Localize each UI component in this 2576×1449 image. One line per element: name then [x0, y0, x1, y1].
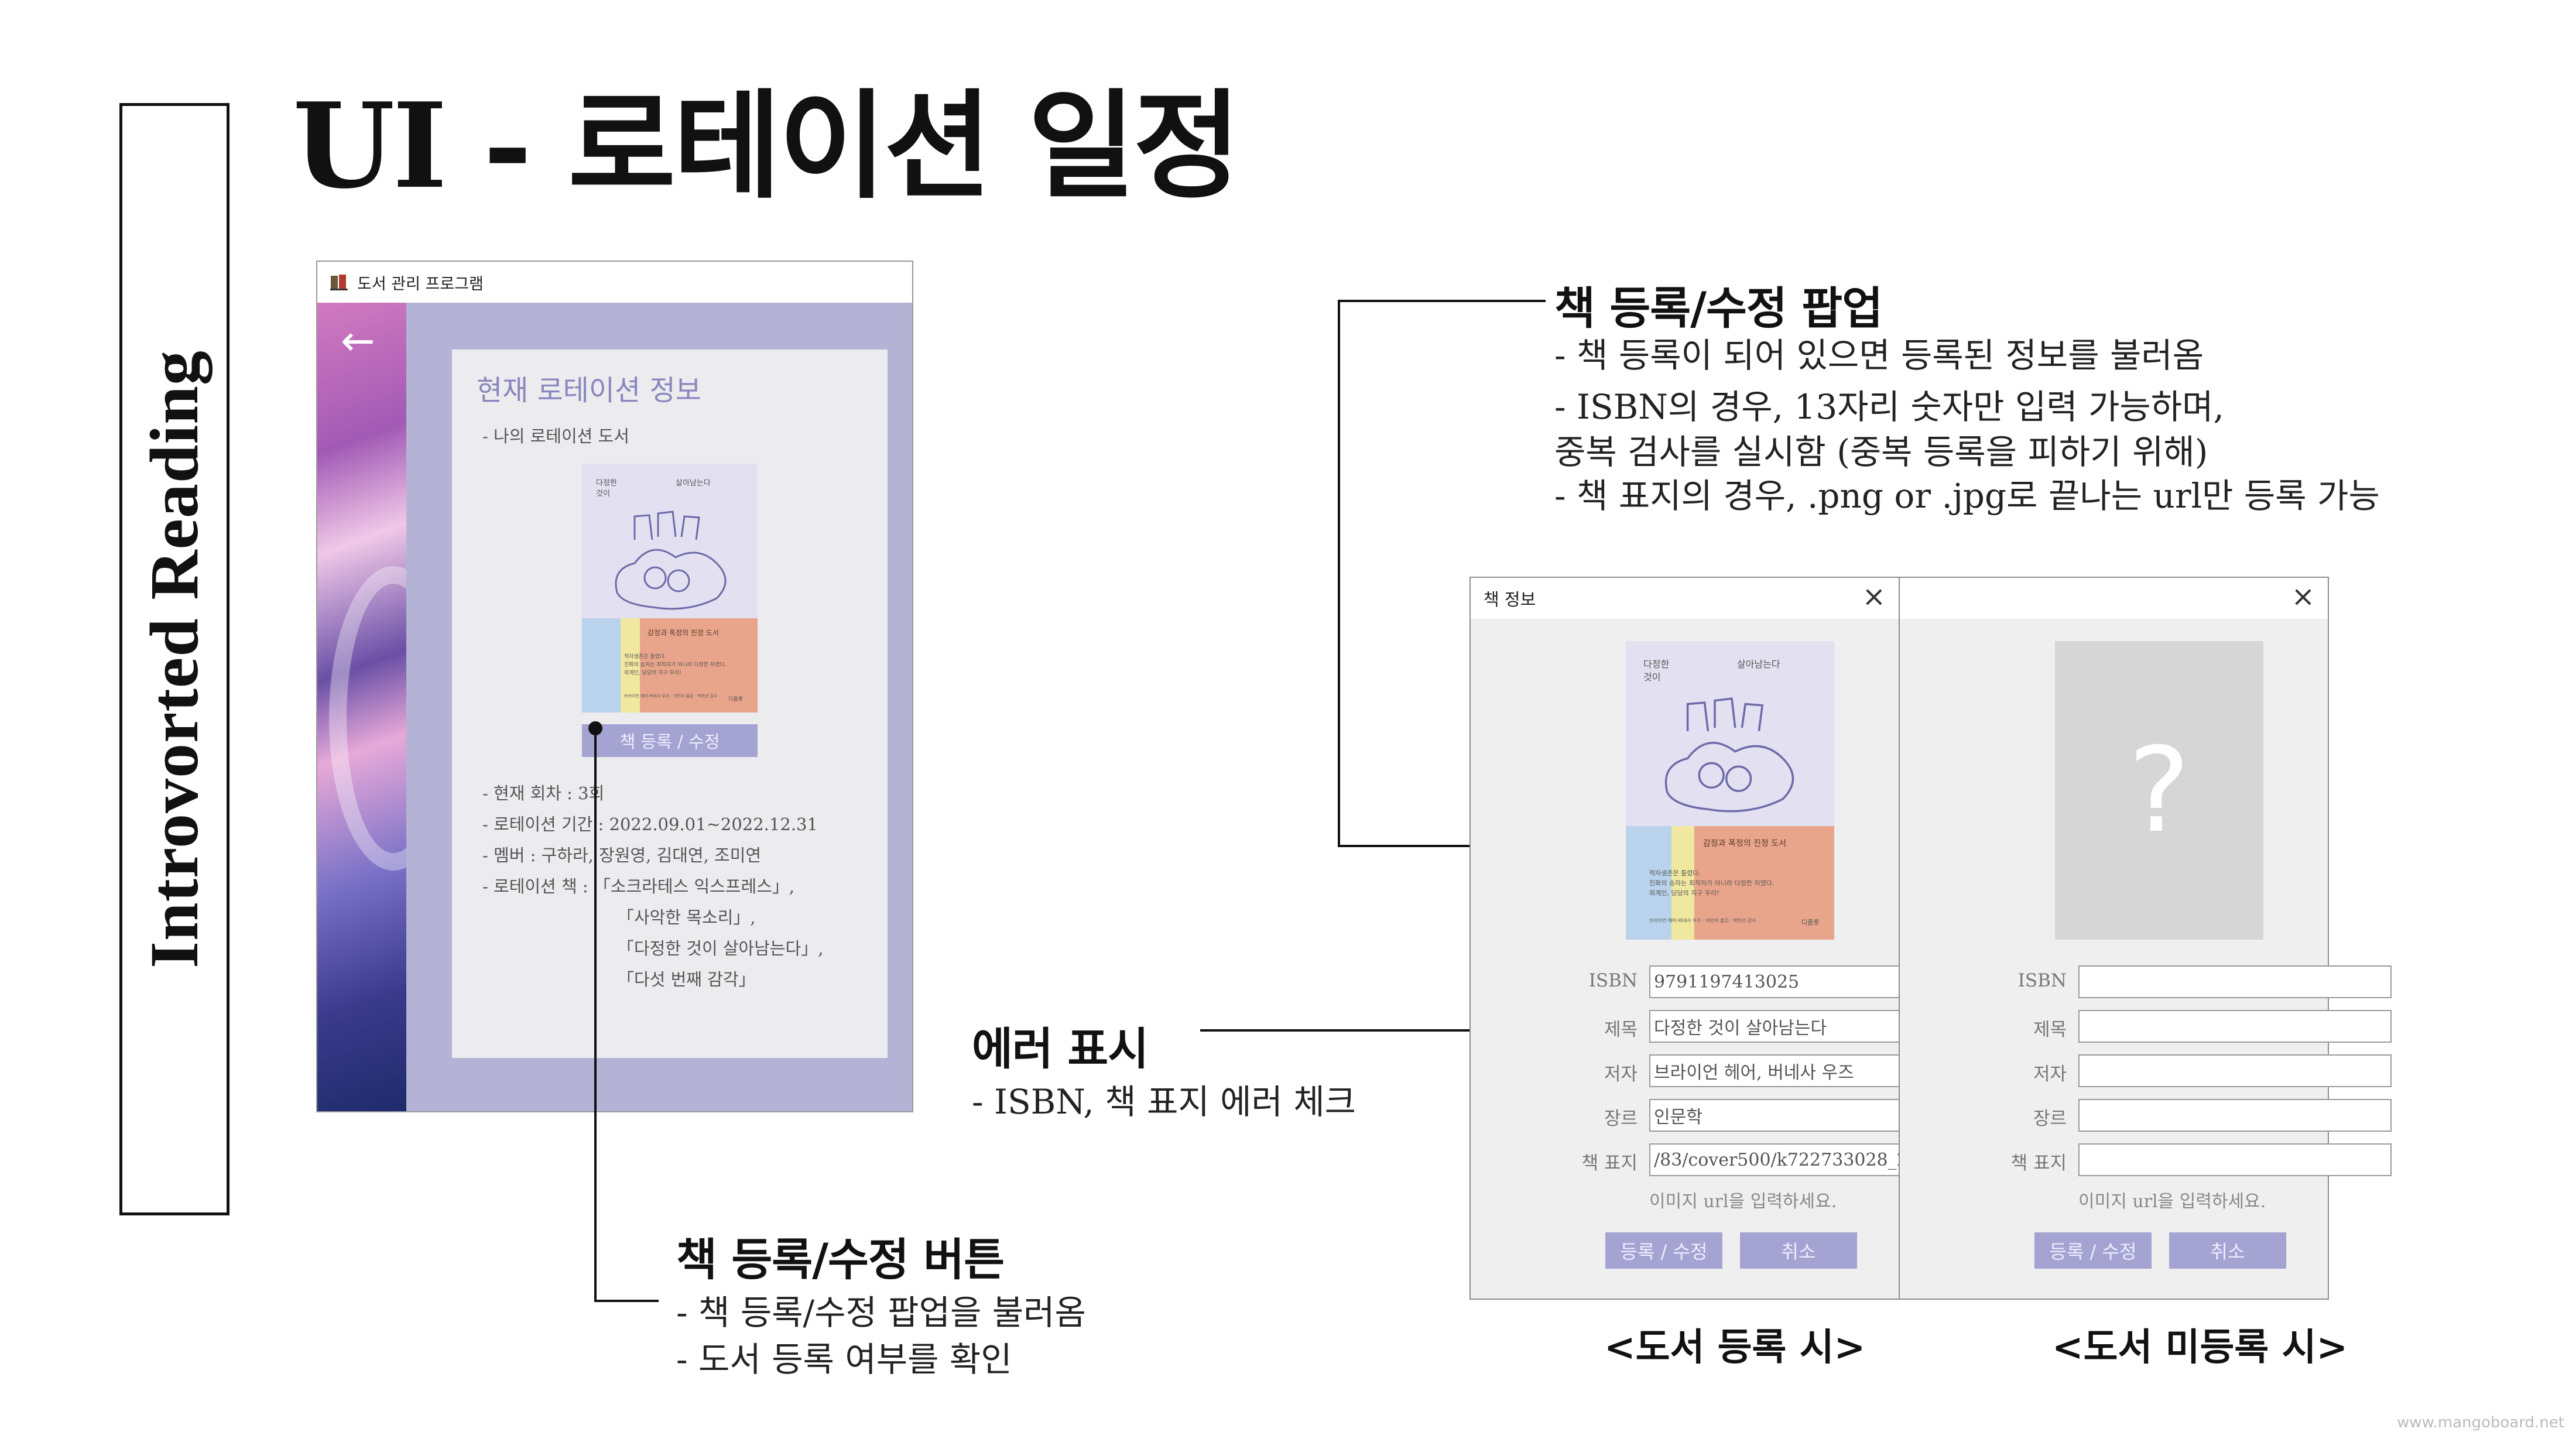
popup-annotation-item: 중복 검사를 실시함 (중복 등록을 피하기 위해): [1554, 432, 2208, 472]
cover-illustration-icon: [1664, 697, 1794, 813]
cover-url-input[interactable]: [2078, 1143, 2392, 1176]
rotation-info-card: 현재 로테이션 정보 - 나의 로테이션 도서 다정한 살아남는다 것이 감정과…: [452, 350, 888, 1058]
cover-text: 살아남는다: [1737, 659, 1780, 670]
author-label: 저자: [1604, 1064, 1638, 1085]
card-title: 현재 로테이션 정보: [477, 374, 701, 407]
book-info-dialog-unregistered: × ? ISBN 제목 저자 장르 책 표지 이미지 url을 입력하세요. 등…: [1899, 577, 2392, 1300]
connector-line: [1200, 1029, 1487, 1032]
close-icon[interactable]: ×: [2291, 580, 2315, 613]
genre-input[interactable]: [2078, 1099, 2392, 1132]
close-icon[interactable]: ×: [1862, 580, 1886, 613]
book-cover-image: 다정한 살아남는다 것이 감정과 폭정의 진정 도서 적자생존은 틀렸다. 진화…: [582, 464, 758, 712]
isbn-input[interactable]: [2078, 965, 2392, 998]
cover-text: 감정과 폭정의 진정 도서: [1703, 839, 1787, 848]
arrow-left-icon[interactable]: ←: [341, 317, 375, 365]
cancel-button[interactable]: 취소: [1740, 1232, 1857, 1269]
dialog-title: 책 정보: [1484, 590, 1536, 609]
brand-box: Introvorted Reading: [119, 103, 229, 1215]
cover-text: 외계인, 당당의 지구 우리!: [624, 670, 681, 676]
cover-text: 것이: [596, 489, 610, 498]
info-members: - 멤버 : 구하라, 장원영, 김대연, 조미연: [482, 845, 762, 865]
error-annotation-title: 에러 표시: [972, 1023, 1149, 1075]
cover-text: 것이: [1643, 672, 1661, 683]
cover-text: 디플롯: [728, 697, 743, 703]
popup-annotation-item: - ISBN의 경우, 13자리 숫자만 입력 가능하며,: [1554, 387, 2224, 427]
cover-text: 적자생존은 틀렸다.: [1649, 869, 1701, 877]
cover-text: 외계인, 당당의 지구 우리!: [1649, 889, 1719, 897]
cover-text: 적자생존은 틀렸다.: [624, 654, 666, 660]
page-title: UI - 로테이션 일정: [293, 77, 1241, 215]
error-hint: 이미지 url을 입력하세요.: [1649, 1191, 1837, 1212]
connector-line: [1338, 300, 1340, 847]
isbn-label: ISBN: [1588, 970, 1638, 991]
info-book: 「사악한 목소리」,: [617, 907, 756, 927]
popup-annotation-item: - 책 등록이 되어 있으면 등록된 정보를 불러옴: [1554, 335, 2204, 375]
cover-text: 진화의 승자는 최적자가 아니라 다정한 자였다.: [624, 662, 727, 668]
cover-placeholder: ?: [2055, 641, 2263, 940]
book-edit-button[interactable]: 책 등록 / 수정: [582, 724, 758, 757]
submit-button[interactable]: 등록 / 수정: [2034, 1232, 2152, 1269]
error-annotation-item: - ISBN, 책 표지 에러 체크: [972, 1082, 1356, 1122]
info-period: - 로테이션 기간 : 2022.09.01~2022.12.31: [482, 814, 818, 834]
card-subtitle: - 나의 로테이션 도서: [482, 426, 629, 446]
book-cover-image: 다정한 살아남는다 것이 감정과 폭정의 진정 도서 적자생존은 틀렸다. 진화…: [1626, 641, 1834, 940]
dialog-titlebar: [1900, 578, 2328, 619]
button-annotation-item: - 책 등록/수정 팝업을 불러옴: [676, 1293, 1086, 1332]
cover-url-label: 책 표지: [2010, 1153, 2067, 1174]
book-info-dialog-registered: 책 정보 × 다정한 살아남는다 것이 감정과 폭정의 진정 도서 적자생존은 …: [1469, 577, 1962, 1300]
connector-line: [1338, 300, 1546, 302]
connector-line: [594, 1300, 659, 1302]
cover-text: 살아남는다: [676, 479, 711, 488]
caption-unregistered: <도서 미등록 시>: [2052, 1325, 2348, 1369]
cover-text: 브라이언 헤어·버네사 우즈 · 이민아 옮김 · 박한선 감수: [624, 694, 718, 698]
title-label: 제목: [1604, 1019, 1638, 1040]
error-hint: 이미지 url을 입력하세요.: [2078, 1191, 2266, 1212]
cover-text: 진화의 승자는 최적자가 아니라 다정한 자였다.: [1649, 879, 1775, 887]
connector-line: [1338, 845, 1478, 847]
author-label: 저자: [2033, 1064, 2067, 1085]
isbn-label: ISBN: [2017, 970, 2067, 991]
cover-text: 다정한: [1643, 659, 1670, 670]
popup-annotation-item: - 책 표지의 경우, .png or .jpg로 끝나는 url만 등록 가능: [1554, 476, 2380, 516]
connector-line: [594, 728, 597, 1302]
cover-text: 디플롯: [1801, 919, 1820, 926]
info-book: 「다정한 것이 살아남는다」,: [617, 938, 824, 958]
brand-text: Introvorted Reading: [136, 350, 213, 968]
author-input[interactable]: [2078, 1054, 2392, 1087]
submit-button[interactable]: 등록 / 수정: [1605, 1232, 1722, 1269]
cover-url-label: 책 표지: [1581, 1153, 1638, 1174]
cover-illustration-icon: [615, 511, 727, 610]
info-book: 「다섯 번째 감각」: [617, 970, 756, 989]
genre-label: 장르: [1604, 1108, 1638, 1129]
cover-text: 다정한: [596, 479, 617, 488]
info-books: - 로테이션 책 : 「소크라테스 익스프레스」,: [482, 876, 795, 896]
title-label: 제목: [2033, 1019, 2067, 1040]
popup-annotation-title: 책 등록/수정 팝업: [1554, 282, 1883, 334]
app-icon: [329, 272, 349, 292]
title-input[interactable]: [2078, 1010, 2392, 1043]
button-annotation-item: - 도서 등록 여부를 확인: [676, 1340, 1012, 1379]
app-titlebar: 도서 관리 프로그램: [317, 262, 912, 303]
info-round: - 현재 회차 : 3회: [482, 783, 605, 803]
caption-registered: <도서 등록 시>: [1604, 1325, 1866, 1369]
genre-label: 장르: [2033, 1108, 2067, 1129]
button-annotation-title: 책 등록/수정 버튼: [676, 1234, 1005, 1286]
cancel-button[interactable]: 취소: [2169, 1232, 2286, 1269]
cover-text: 브라이언 헤어·버네사 우즈 · 이민아 옮김 · 박한선 감수: [1649, 918, 1756, 923]
cover-text: 감정과 폭정의 진정 도서: [648, 629, 719, 637]
app-title: 도서 관리 프로그램: [357, 275, 484, 293]
app-window: 도서 관리 프로그램 ← 현재 로테이션 정보 - 나의 로테이션 도서 다정한…: [316, 261, 913, 1112]
dialog-titlebar: 책 정보: [1471, 578, 1899, 619]
watermark: www.mangoboard.net: [2397, 1414, 2564, 1431]
